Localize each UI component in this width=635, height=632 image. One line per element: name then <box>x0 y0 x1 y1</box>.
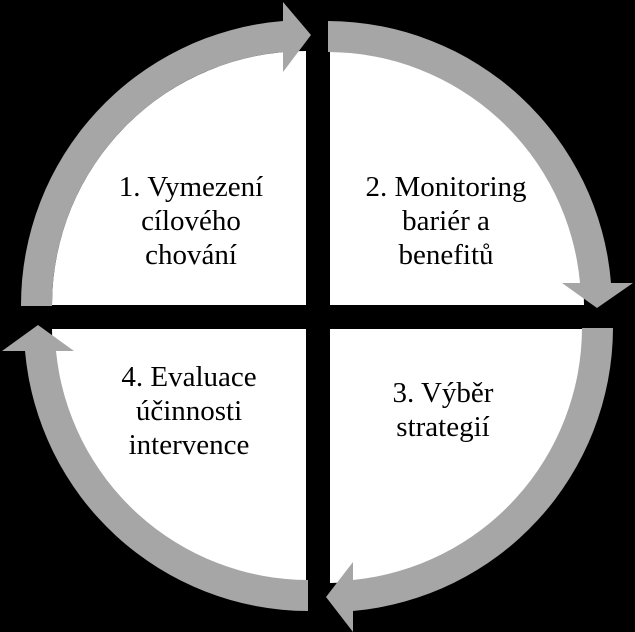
step-1-line-3: chování <box>145 239 237 271</box>
step-4-line-2: účinnosti <box>135 395 243 427</box>
step-2-line-3: benefitů <box>398 239 494 271</box>
cycle-arrow-4 <box>2 325 308 611</box>
step-4-line-1: 4. Evaluace <box>121 361 257 393</box>
step-1-line-2: cílového <box>141 205 241 237</box>
quadrant-1 <box>52 51 306 305</box>
step-2-line-1: 2. Monitoring <box>365 171 527 203</box>
quadrant-2 <box>330 51 584 305</box>
step-3-label: 3. Výběr strategií <box>338 376 548 444</box>
cycle-arrow-1 <box>20 2 312 306</box>
step-2-line-2: bariér a <box>402 205 490 237</box>
quadrant-4 <box>52 329 306 583</box>
quadrant-3 <box>330 329 584 583</box>
step-3-line-2: strategií <box>396 411 490 443</box>
step-4-line-3: intervence <box>128 429 250 461</box>
cycle-arrow-3 <box>326 328 613 632</box>
step-4-label: 4. Evaluace účinnosti intervence <box>84 360 294 462</box>
step-1-line-1: 1. Vymezení <box>118 171 264 203</box>
step-1-label: 1. Vymezení cílového chování <box>86 170 296 272</box>
step-2-label: 2. Monitoring bariér a benefitů <box>341 170 551 272</box>
cycle-arrow-2 <box>328 21 633 308</box>
step-3-line-1: 3. Výběr <box>392 377 494 409</box>
